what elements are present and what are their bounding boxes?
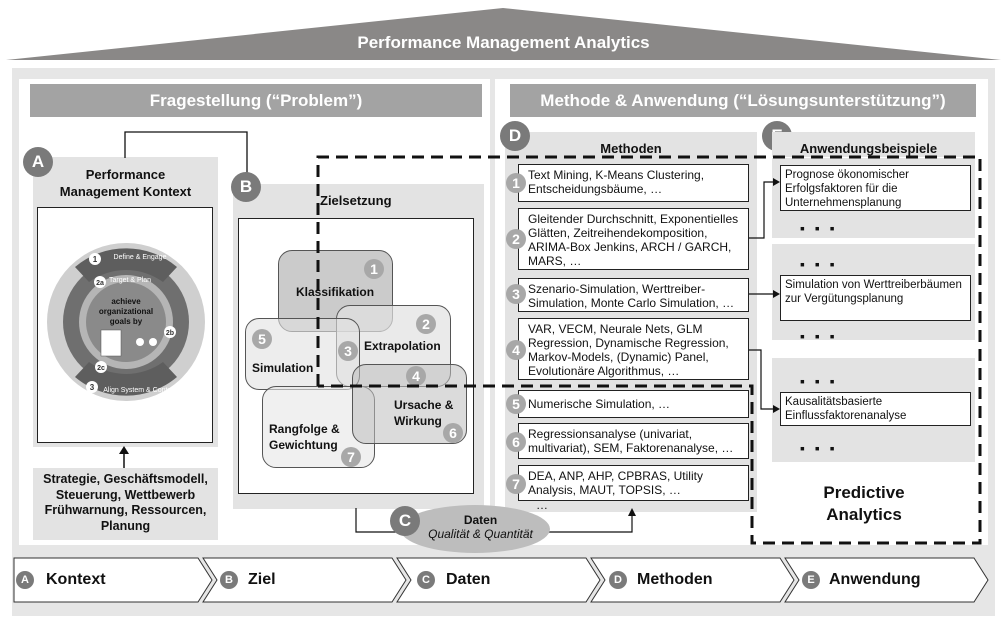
step-badge-e: E: [802, 571, 820, 589]
anwendung-header-bg: [772, 132, 975, 157]
step-badge-a: A: [16, 571, 34, 589]
kontext-inputs: Strategie, Geschäftsmodell, Steuerung, W…: [33, 468, 218, 540]
daten-title: Daten: [463, 513, 498, 527]
svg-text:1: 1: [93, 255, 98, 264]
methode-badge: 3: [506, 284, 526, 304]
predictive-line2: Analytics: [826, 505, 902, 524]
svg-text:3: 3: [90, 383, 95, 392]
label-ursache-line1: Ursache &: [394, 398, 454, 412]
svg-text:organizational: organizational: [99, 307, 153, 316]
methode-item: Numerische Simulation, …: [518, 390, 749, 418]
svg-text:2c: 2c: [97, 365, 105, 372]
badge-a: A: [23, 147, 53, 177]
daten-ellipse: [400, 505, 550, 553]
svg-text:Align System & Context: Align System & Context: [103, 387, 177, 394]
wheel-step-2b: [164, 326, 176, 338]
process-chevrons: [13, 557, 989, 603]
methode-item: Regressionsanalyse (univariat, multivari…: [518, 423, 749, 459]
daten-label: Daten Qualität & Quantität: [418, 513, 543, 541]
daten-connector: [355, 508, 636, 533]
svg-text:achieve: achieve: [111, 297, 141, 306]
label-extrapolation: Extrapolation: [364, 339, 441, 353]
predictive-analytics-label: Predictive Analytics: [762, 482, 966, 526]
cluster-badge: 3: [338, 341, 358, 361]
anwendung-item: Simulation von Werttreiberbäumen zur Ver…: [780, 275, 971, 321]
anwendung-title: Anwendungsbeispiele: [799, 141, 938, 156]
wheel-step-3: [86, 381, 98, 393]
step-badge-c: C: [417, 571, 435, 589]
label-rangfolge-line2: Gewichtung: [269, 438, 338, 452]
kontext-title: Performance Management Kontext: [33, 166, 218, 200]
anwendung-item: Prognose ökonomischer Erfolgsfaktoren fü…: [780, 165, 971, 211]
ellipsis: ▪ ▪ ▪: [800, 328, 838, 344]
ellipsis: ▪ ▪ ▪: [800, 373, 838, 389]
methoden-title: Methoden: [600, 141, 662, 156]
input-line: Frühwarnung, Ressourcen,: [44, 503, 207, 517]
wheel-step-1: [89, 253, 101, 265]
label-rangfolge-line1: Rangfolge &: [269, 422, 340, 436]
step-kontext: Kontext: [46, 571, 106, 588]
svg-text:2a: 2a: [96, 280, 104, 287]
methode-item: VAR, VECM, Neurale Nets, GLM Regression,…: [518, 318, 749, 380]
methode-badge: 2: [506, 229, 526, 249]
arrow-inputs-to-kontext: [119, 446, 129, 468]
svg-text:Define & Engage: Define & Engage: [114, 254, 167, 261]
diagram-title: Performance Management Analytics: [357, 33, 650, 52]
ellipsis: ▪ ▪ ▪: [800, 220, 838, 236]
badge-b: B: [231, 172, 261, 202]
wheel-step-2a: [94, 276, 106, 288]
methode-badge: 5: [506, 394, 526, 414]
methode-item: Gleitender Durchschnitt, Exponentielles …: [518, 208, 749, 270]
solution-header: Methode & Anwendung (“Lösungsunterstützu…: [510, 84, 976, 117]
step-anwendung: Anwendung: [829, 571, 921, 588]
ellipsis: ▪ ▪ ▪: [800, 440, 838, 456]
daten-subtitle: Qualität & Quantität: [428, 527, 533, 541]
label-ursache-line2: Wirkung: [394, 414, 442, 428]
problem-header: Fragestellung (“Problem”): [30, 84, 482, 117]
svg-text:Target & Plan: Target & Plan: [109, 277, 151, 284]
cluster-badge: 6: [443, 423, 463, 443]
wheel-step-2c: [95, 361, 107, 373]
methode-anwendung-arrows: [749, 178, 780, 413]
methode-badge: 1: [506, 173, 526, 193]
cluster-badge: 5: [252, 329, 272, 349]
badge-d: D: [500, 121, 530, 151]
methode-badge: 6: [506, 432, 526, 452]
methode-item: Text Mining, K-Means Clustering, Entsche…: [518, 164, 749, 202]
cluster-badge: 4: [406, 366, 426, 386]
kontext-title-line2: Management Kontext: [59, 184, 192, 199]
step-badge-d: D: [609, 571, 627, 589]
label-simulation: Simulation: [252, 361, 314, 375]
svg-text:2b: 2b: [166, 330, 174, 337]
cluster-badge: 7: [341, 447, 361, 467]
input-line: Planung: [100, 518, 151, 533]
methode-badge: 7: [506, 474, 526, 494]
step-methoden: Methoden: [637, 571, 713, 588]
kontext-title-line1: Performance: [85, 167, 166, 182]
cluster-badge: 1: [364, 259, 384, 279]
step-ziel: Ziel: [248, 571, 276, 588]
methode-item: Szenario-Simulation, Werttreiber-Simulat…: [518, 278, 749, 312]
label-klassifikation: Klassifikation: [296, 285, 375, 299]
step-badge-b: B: [220, 571, 238, 589]
input-line: Strategie, Geschäftsmodell,: [43, 472, 208, 486]
methode-badge: 4: [506, 340, 526, 360]
input-line: Steuerung, Wettbewerb: [55, 487, 196, 502]
svg-text:goals by: goals by: [110, 317, 143, 326]
methode-item: DEA, ANP, AHP, CPBRAS, Utility Analysis,…: [518, 465, 749, 501]
predictive-line1: Predictive: [823, 483, 905, 502]
performance-wheel: 1 Define & Engage Target & Plan achieve …: [47, 243, 205, 401]
cluster-badge: 2: [416, 314, 436, 334]
roof-banner: [6, 8, 1001, 60]
anwendung-item: Kausalitätsbasierte Einflussfaktorenanal…: [780, 392, 971, 426]
badge-c: C: [390, 506, 420, 536]
ziel-title: Zielsetzung: [320, 193, 392, 208]
step-daten: Daten: [446, 571, 491, 588]
ellipsis: ▪ ▪ ▪: [800, 256, 838, 272]
